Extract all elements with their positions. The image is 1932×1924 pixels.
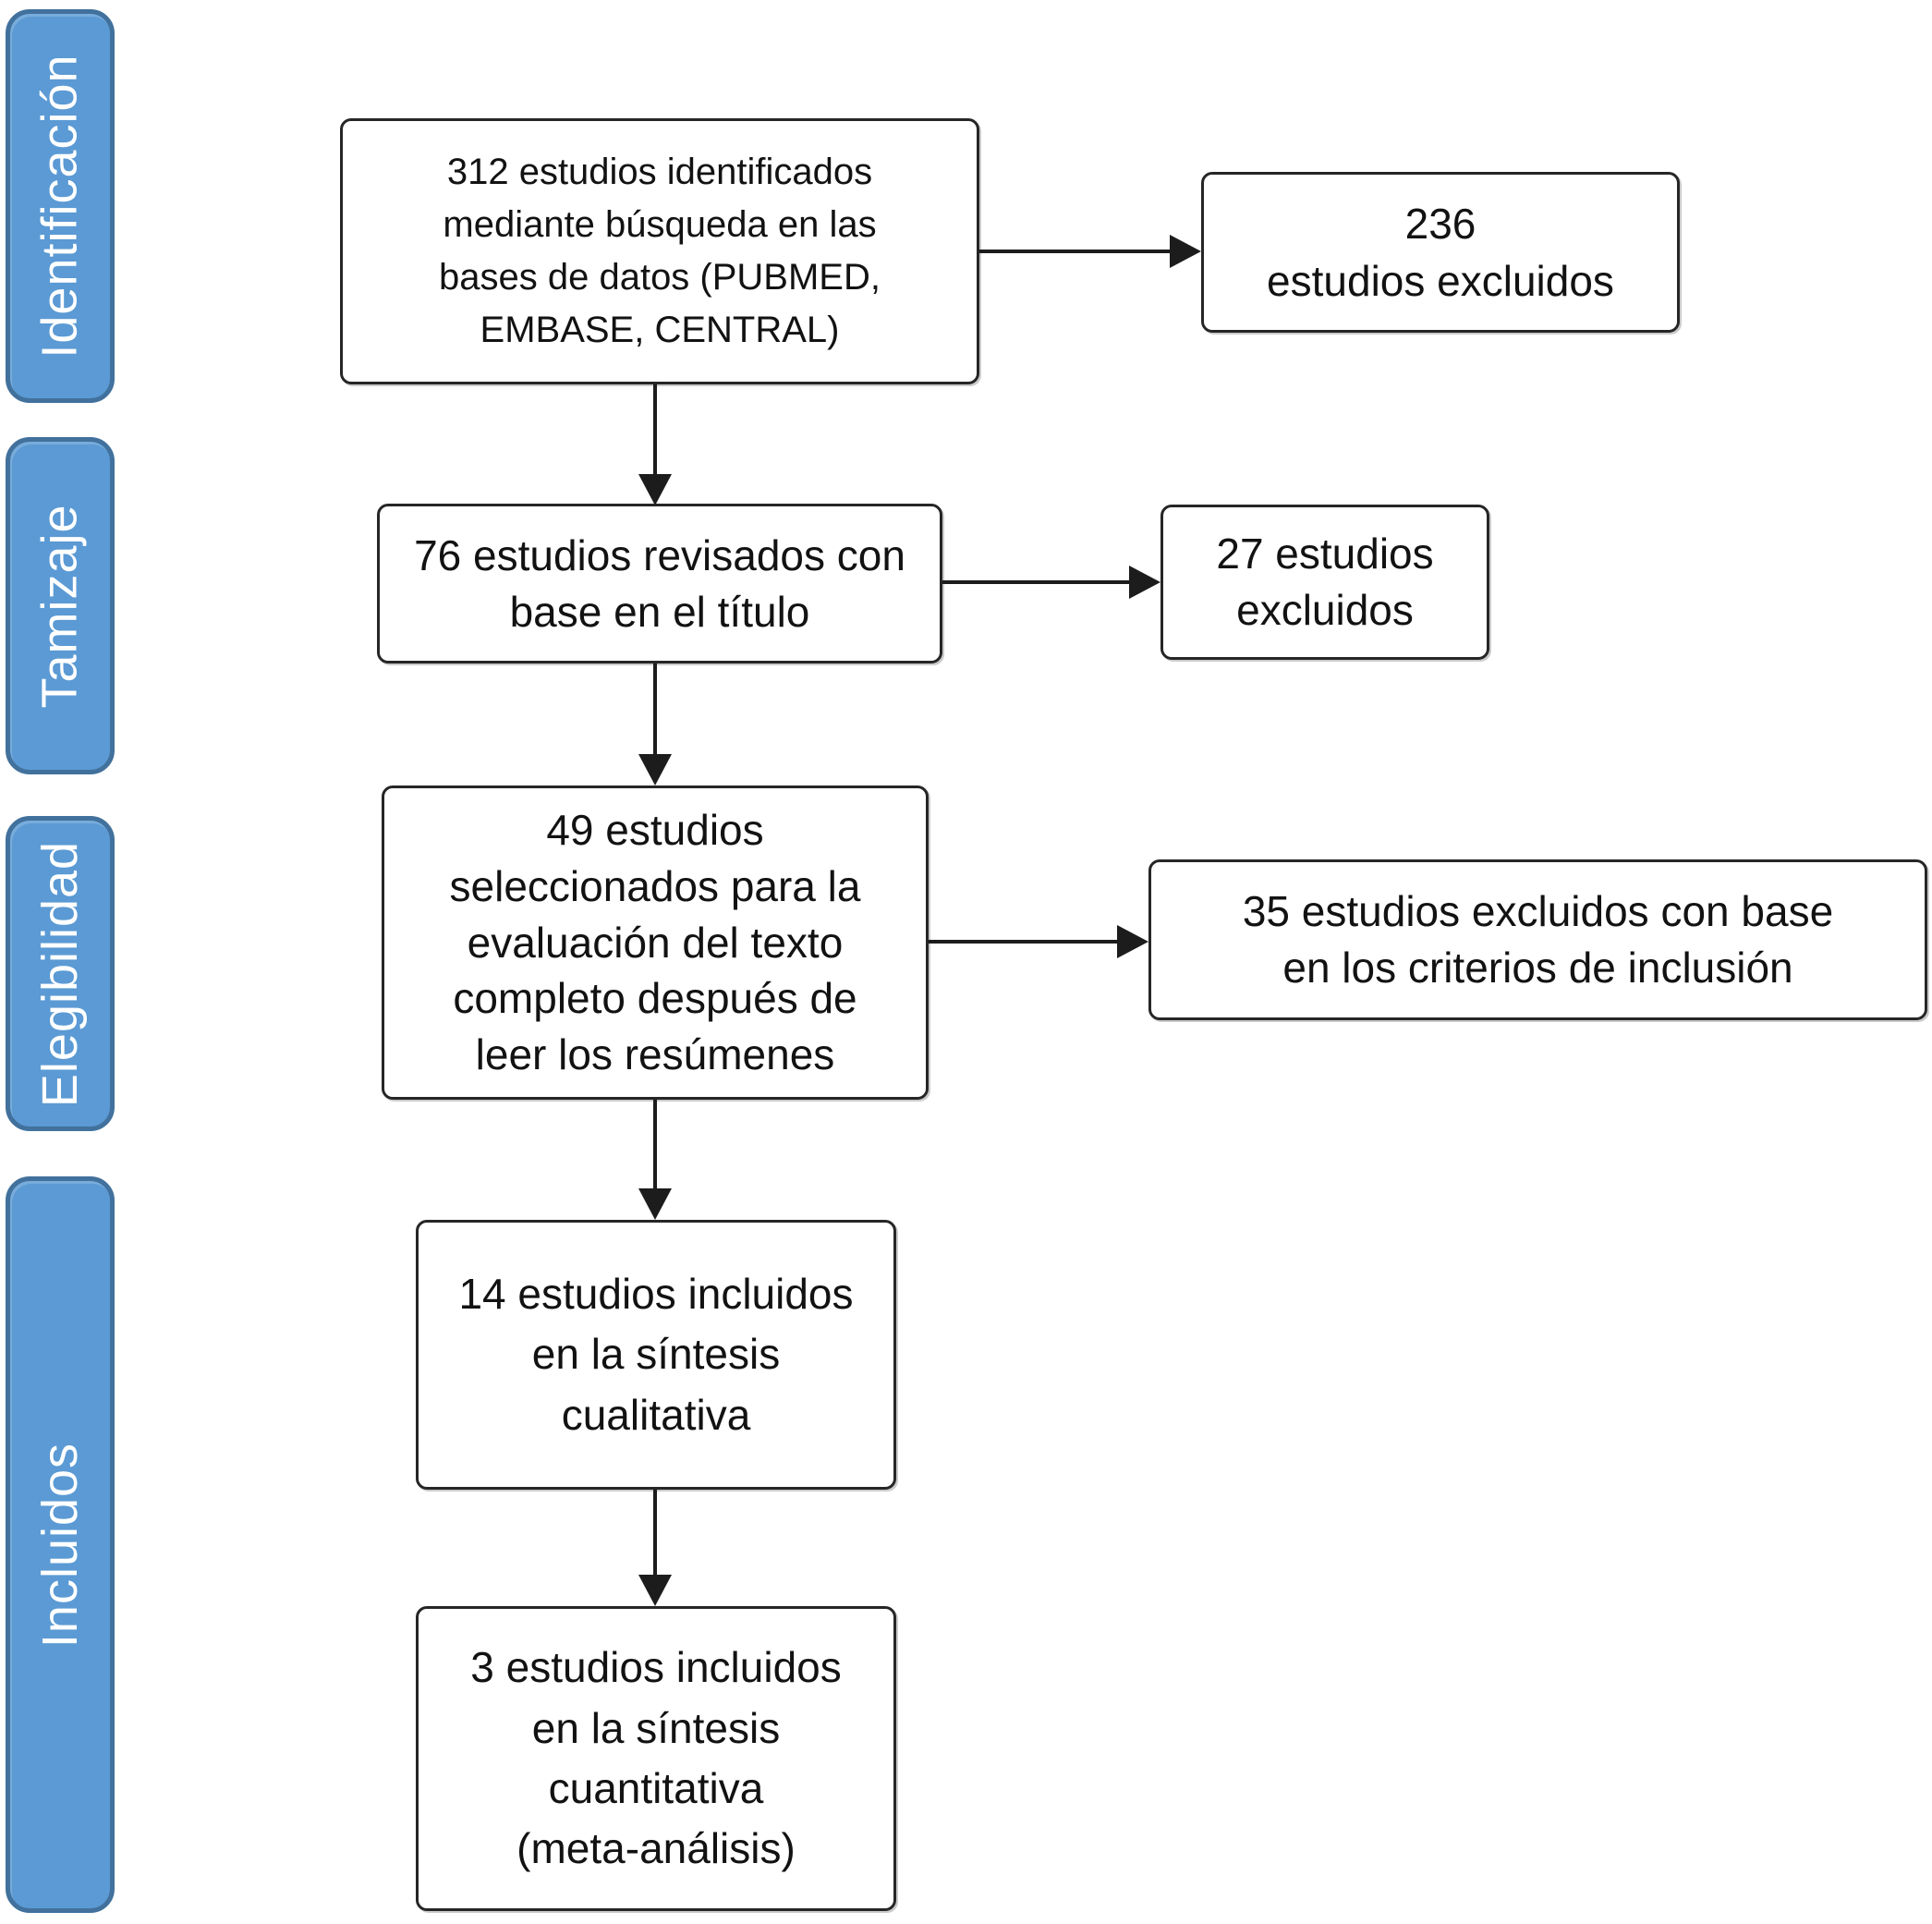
stage-tamizaje: Tamizaje xyxy=(6,437,115,774)
stage-incluidos: Incluidos xyxy=(6,1176,115,1913)
arrow-identified-to-title-review xyxy=(638,384,672,505)
stage-elegibilidad-label: Elegibilidad xyxy=(32,840,89,1107)
box-excluded-27: 27 estudios excluidos xyxy=(1160,505,1489,660)
arrow-title-review-to-excluded xyxy=(942,566,1160,599)
arrow-identified-to-excluded xyxy=(979,235,1201,268)
stage-elegibilidad: Elegibilidad xyxy=(6,816,115,1131)
box-qualitative-synthesis: 14 estudios incluidos en la síntesis cua… xyxy=(416,1220,896,1490)
box-identified-studies: 312 estudios identificados mediante búsq… xyxy=(340,118,979,384)
box-quantitative-synthesis: 3 estudios incluidos en la síntesis cuan… xyxy=(416,1606,896,1911)
arrow-fulltext-to-excluded xyxy=(929,925,1148,958)
box-fulltext-selection: 49 estudios seleccionados para la evalua… xyxy=(382,785,929,1100)
stage-incluidos-label: Incluidos xyxy=(32,1442,89,1648)
box-excluded-35: 35 estudios excluidos con base en los cr… xyxy=(1148,859,1927,1020)
stage-tamizaje-label: Tamizaje xyxy=(32,503,89,709)
arrow-fulltext-to-qualitative xyxy=(638,1100,672,1220)
box-excluded-236: 236 estudios excluidos xyxy=(1201,172,1680,333)
arrow-qualitative-to-quantitative xyxy=(638,1490,672,1606)
stage-identificacion: Identificación xyxy=(6,9,115,403)
arrow-title-review-to-fulltext xyxy=(638,664,672,785)
box-title-review: 76 estudios revisados con base en el tít… xyxy=(377,504,942,664)
stage-identificacion-label: Identificación xyxy=(32,54,89,359)
